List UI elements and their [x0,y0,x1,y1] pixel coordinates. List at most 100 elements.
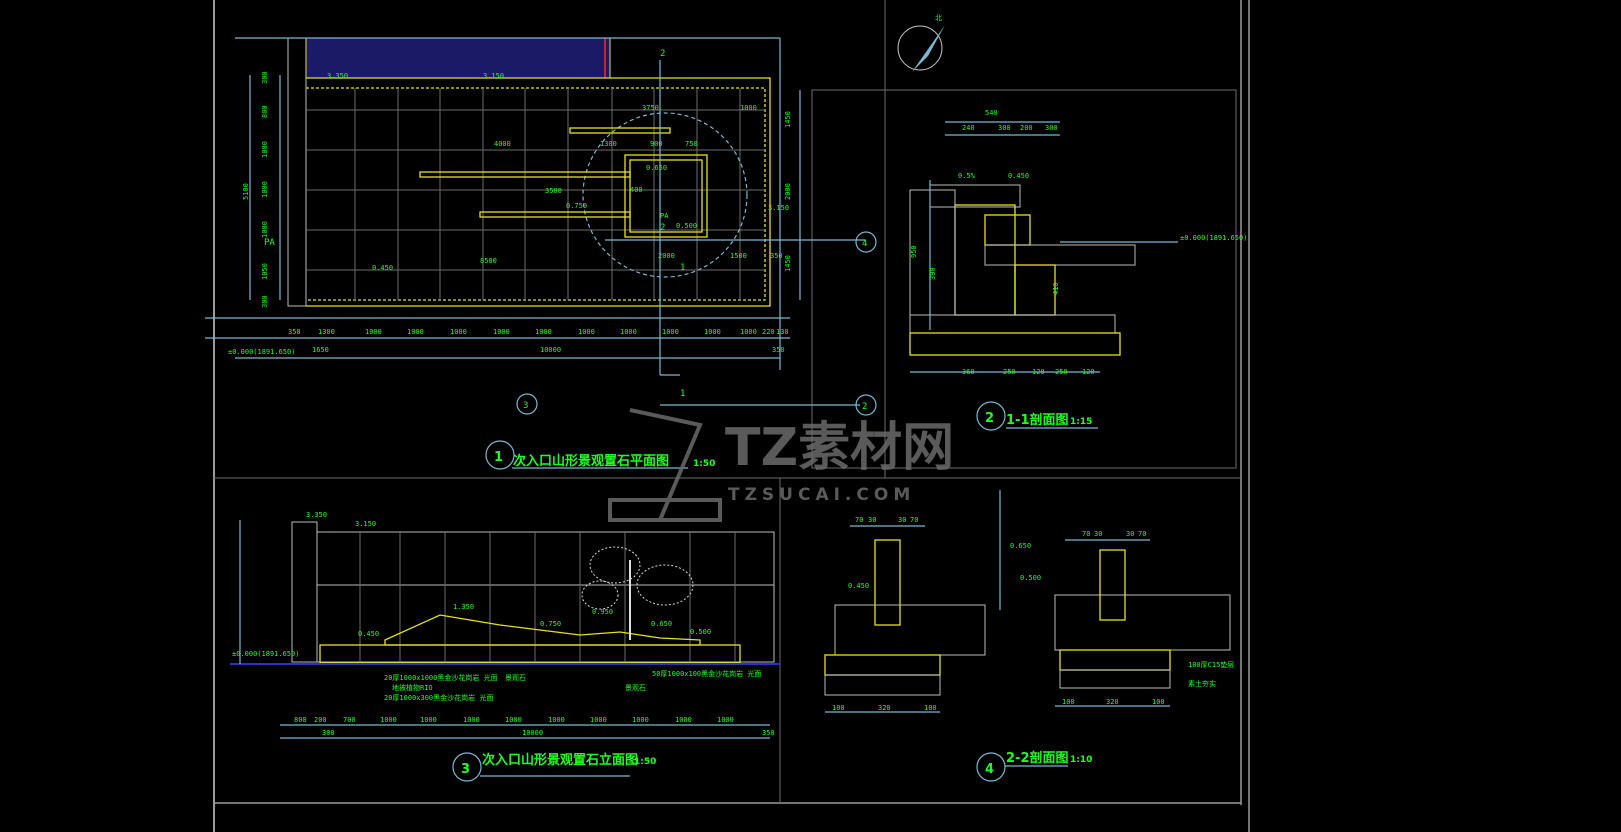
dimension-label: 350 [762,729,775,737]
dimension-label: 1000 [662,328,679,336]
dimension-label: 1-1剖面图 [1006,412,1069,428]
dimension-label: 3 [461,762,470,777]
dimension-label: 130 [776,328,789,336]
dimension-label: 3500 [545,187,562,195]
dimension-label: 0.450 [848,582,869,590]
dimension-label: 3 [523,401,528,411]
dimension-label: 素土夯实 [1188,679,1216,688]
section-2-2-title-block: 4 2-2剖面图 1:10 [976,750,1092,782]
dimension-label: 320 [1106,698,1119,706]
dimension-label: 30 [1126,530,1134,538]
dimension-label: 1:50 [693,459,715,469]
plan-label-pa: PA [264,238,275,248]
dimension-label: 次入口山形景观置石平面图 [513,453,669,469]
dimension-label: 350 [288,328,301,336]
dimension-label: 800 [261,105,269,118]
dimension-label: 120 [1032,368,1045,376]
dimension-label: 景观石 [625,684,646,692]
dimension-label: 1000 [704,328,721,336]
dimension-label: 750 [685,140,698,148]
section-mark: 2 [660,223,665,233]
dimension-label: 1:15 [1070,417,1092,427]
section-mark: 1 [680,263,685,273]
plan-label-pa-2: PA [660,212,669,220]
dimension-label: 1000 [365,328,382,336]
dimension-label: 1000 [505,716,522,724]
dimension-label: 250 [1055,368,1068,376]
dimension-label: 220 [762,328,775,336]
dimension-label: 50厚1000x100黑金沙花岗岩 光面 [652,669,761,678]
dimension-label: 1000 [740,328,757,336]
level-mark: 0.750 [566,202,587,210]
dimension-label: ±0.000(1891.650) [228,348,295,356]
dimension-label: 5100 [242,183,250,200]
dimension-label: 1000 [261,141,269,158]
dimension-label: 300 [998,124,1011,132]
dimension-label: 20厚1000x1000黑金沙花岗岩 光面 [384,673,498,682]
dimension-label: 2000 [658,252,675,260]
dimension-label: TZSUCAI.COM [728,485,915,505]
dimension-label: 320 [878,704,891,712]
section-1-1-dims: 540 240 300 200 300 360 250 120 250 120 … [910,109,1247,376]
dimension-label: 4000 [494,140,511,148]
section-2-2-dims: 70 30 30 70 70 30 30 70 100 320 100 100 … [832,516,1234,712]
dimension-label: 10000 [540,346,561,354]
dimension-label: 300 [1045,124,1058,132]
plan-dims-bottom: 350 1300 1000 1000 1000 1000 1000 1000 1… [228,328,789,356]
dimension-label: 100 [1152,698,1165,706]
level-mark: 3.150 [483,72,504,80]
dimension-label: 1000 [740,104,757,112]
level-mark: 0.650 [646,164,667,172]
dimension-label: 350 [772,346,785,354]
dimension-label: 2-2剖面图 [1006,750,1069,766]
dimension-label: 1050 [261,263,269,280]
dimension-label: 8500 [480,257,497,265]
dimension-label: 2000 [784,183,792,200]
dimension-label: ±0.000(1891.650) [232,650,299,658]
dimension-label: 70 [1138,530,1146,538]
dimension-label: ±0.000(1891.650) [1180,234,1247,242]
dimension-label: 地被植物RIO [392,683,433,692]
dimension-label: 1000 [493,328,510,336]
dimension-label: 1000 [632,716,649,724]
dimension-label: 1450 [784,255,792,272]
dimension-label: 1000 [548,716,565,724]
dimension-label: 3750 [642,104,659,112]
dimension-label: 410 [1052,282,1060,295]
dimension-label: 900 [650,140,663,148]
plan-title-block: 1 次入口山形景观置石平面图 1:50 [485,440,715,470]
dimension-label: 4 [862,239,867,249]
section-mark: 2 [660,49,665,59]
dimension-label: 3.150 [355,520,376,528]
dimension-label: 1000 [675,716,692,724]
dimension-label: 0.650 [1010,542,1031,550]
dimension-label: 350 [770,252,783,260]
dimension-label: 1000 [578,328,595,336]
dimension-label: 1000 [407,328,424,336]
dimension-label: 0.500 [690,628,711,636]
dimension-label: 250 [1003,368,1016,376]
dimension-label: 10000 [522,729,543,737]
dimension-label: 1450 [784,111,792,128]
dimension-label: 2 [985,411,994,426]
dimension-label: 1 [494,450,503,465]
dimension-label: 70 [1082,530,1090,538]
level-mark: 0.450 [372,264,393,272]
dimension-label: 1000 [535,328,552,336]
dimension-label: 1000 [420,716,437,724]
dimension-label: 1000 [620,328,637,336]
level-mark: 3.150 [768,204,789,212]
dimension-label: 1300 [600,140,617,148]
dimension-label: 1300 [318,328,335,336]
tree-icon [581,546,694,640]
plan-inner-dims: 3750 1000 1300 900 750 4000 3500 8500 20… [480,104,783,265]
dimension-label: 30 [1094,530,1102,538]
dimension-label: 200 [314,716,327,724]
dimension-label: TZ素材网 [725,418,954,478]
dimension-label: 0.450 [358,630,379,638]
dimension-label: 1000 [590,716,607,724]
dimension-label: 70 [910,516,918,524]
dimension-label: 300 [261,71,269,84]
dimension-label: 120 [1082,368,1095,376]
